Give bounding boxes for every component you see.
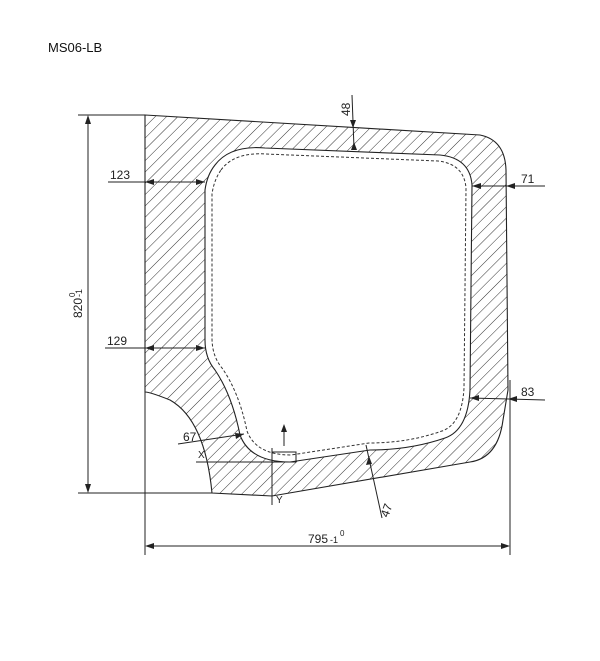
left-lower-thickness-arrow-right <box>196 345 205 351</box>
top-thickness-arrow-2 <box>351 142 357 150</box>
height-dim-value: 820 <box>71 298 85 318</box>
right-upper-thickness-arrow-right <box>506 183 515 189</box>
datum-arrow <box>281 424 287 432</box>
bottom-left-thickness-arrow <box>235 433 244 439</box>
height-arrow-top <box>85 115 91 124</box>
right-lower-thickness-leader <box>469 397 546 401</box>
left-upper-thickness-value: 123 <box>110 168 130 182</box>
left-upper-thickness-arrow-left <box>145 179 154 185</box>
right-upper-thickness-value: 71 <box>521 172 535 186</box>
bottom-left-thickness-value: 67 <box>183 430 197 444</box>
width-dim-tol-zero: 0 <box>340 529 345 538</box>
bottom-thickness-arrow <box>366 456 372 465</box>
hatched-section <box>144 114 509 497</box>
left-lower-thickness-value: 129 <box>107 334 127 348</box>
right-upper-thickness-arrow-left <box>472 183 481 189</box>
part-code-title: MS06-LB <box>48 40 103 55</box>
axis-y-label: Y <box>276 495 283 506</box>
left-lower-thickness-arrow-left <box>145 345 154 351</box>
width-arrow-right <box>501 543 510 549</box>
height-dim-tol-minus: -1 <box>74 289 84 297</box>
top-thickness-value: 48 <box>339 102 353 116</box>
width-arrow-left <box>145 543 154 549</box>
top-thickness-arrow <box>350 120 356 128</box>
datum-box <box>271 451 297 463</box>
bottom-left-thickness-leader <box>177 433 245 445</box>
left-upper-thickness-arrow-right <box>196 179 205 185</box>
width-dim-tol-minus: -1 <box>330 535 338 545</box>
right-lower-thickness-arrow-right <box>508 396 517 402</box>
height-arrow-bottom <box>85 484 91 493</box>
inner-dashed-contour <box>211 153 467 456</box>
bottom-thickness-value: 47 <box>378 501 396 519</box>
width-dim-value: 795 <box>308 532 328 546</box>
height-dim-tol-zero: 0 <box>68 292 77 297</box>
axis-x-label: X <box>198 450 205 461</box>
right-lower-thickness-arrow-left <box>470 395 479 401</box>
right-lower-thickness-value: 83 <box>521 385 535 399</box>
